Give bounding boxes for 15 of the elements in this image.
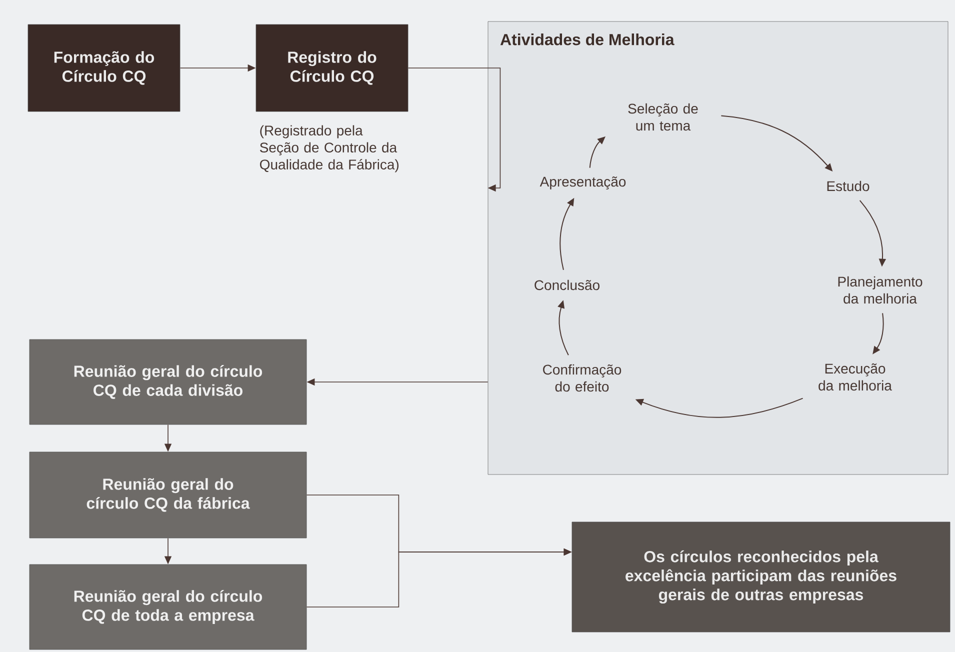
- arrow: [408, 68, 501, 192]
- cycle-step: Apresentação: [540, 176, 626, 190]
- process-box: Registro do Círculo CQ: [256, 24, 408, 112]
- process-box: Reunião geral do círculo CQ de toda a empresa: [29, 564, 307, 650]
- cycle-step: Execução da melhoria: [818, 363, 892, 391]
- process-box: Reunião geral do círculo CQ da fábrica: [29, 452, 307, 538]
- process-box: Os círculos reconhecidos pela excelência participam das reuniões gerais de outras empresas: [572, 522, 950, 632]
- process-box: Reunião geral do círculo CQ de cada divisão: [29, 339, 307, 425]
- cycle-step: Planejamento da melhoria: [838, 276, 922, 304]
- box-caption: (Registrado pela Seção de Controle da Qualidade da Fábrica): [260, 125, 399, 172]
- cycle-step: Estudo: [827, 180, 870, 192]
- cycle-step: Seleção de um tema: [628, 103, 698, 131]
- process-box: Formação do Círculo CQ: [28, 24, 180, 112]
- cycle-step: Conclusão: [534, 280, 600, 290]
- cycle-step: Confirmação do efeito: [543, 364, 622, 392]
